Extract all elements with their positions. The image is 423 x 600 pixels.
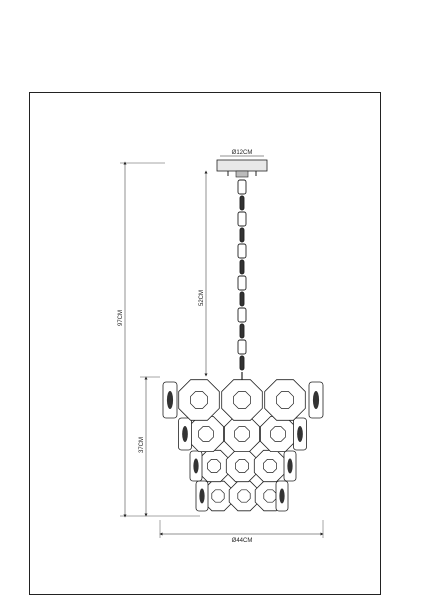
shade-tile <box>178 379 220 421</box>
chain-link <box>237 179 247 195</box>
chain-link <box>237 211 247 227</box>
shade-height-label: 37CM <box>139 437 145 453</box>
chain-link <box>237 307 247 323</box>
chain-length-label: 52CM <box>199 290 205 306</box>
ceiling-canopy <box>216 159 268 178</box>
canopy-diameter-label: Ø12CM <box>232 150 253 156</box>
shade-tile <box>225 449 259 483</box>
chain-link <box>239 227 245 243</box>
shade-tile <box>253 449 287 483</box>
shade-tile <box>221 379 263 421</box>
chain-link <box>239 355 245 371</box>
shade-side-tile <box>293 417 307 451</box>
total-height-label: 97CM <box>118 310 124 326</box>
shade-tile <box>264 379 306 421</box>
drawing-frame <box>29 92 381 595</box>
shade-tile <box>197 449 231 483</box>
chandelier-shade <box>162 379 324 512</box>
shade-side-tile <box>162 381 178 419</box>
chain-link <box>239 195 245 211</box>
suspension-chain <box>237 179 247 380</box>
shade-tile <box>259 415 297 453</box>
shade-side-tile <box>189 450 203 482</box>
shade-tile <box>228 480 260 512</box>
chain-link <box>239 323 245 339</box>
shade-side-tile <box>283 450 297 482</box>
chain-link <box>239 259 245 275</box>
shade-tile <box>187 415 225 453</box>
chain-link <box>239 291 245 307</box>
chain-link <box>237 275 247 291</box>
shade-side-tile <box>308 381 324 419</box>
shade-tile <box>223 415 261 453</box>
shade-diameter-label: Ø44CM <box>232 538 253 544</box>
shade-side-tile <box>275 480 289 512</box>
shade-side-tile <box>178 417 192 451</box>
shade-side-tile <box>195 480 209 512</box>
chain-link <box>237 243 247 259</box>
chain-link <box>237 339 247 355</box>
